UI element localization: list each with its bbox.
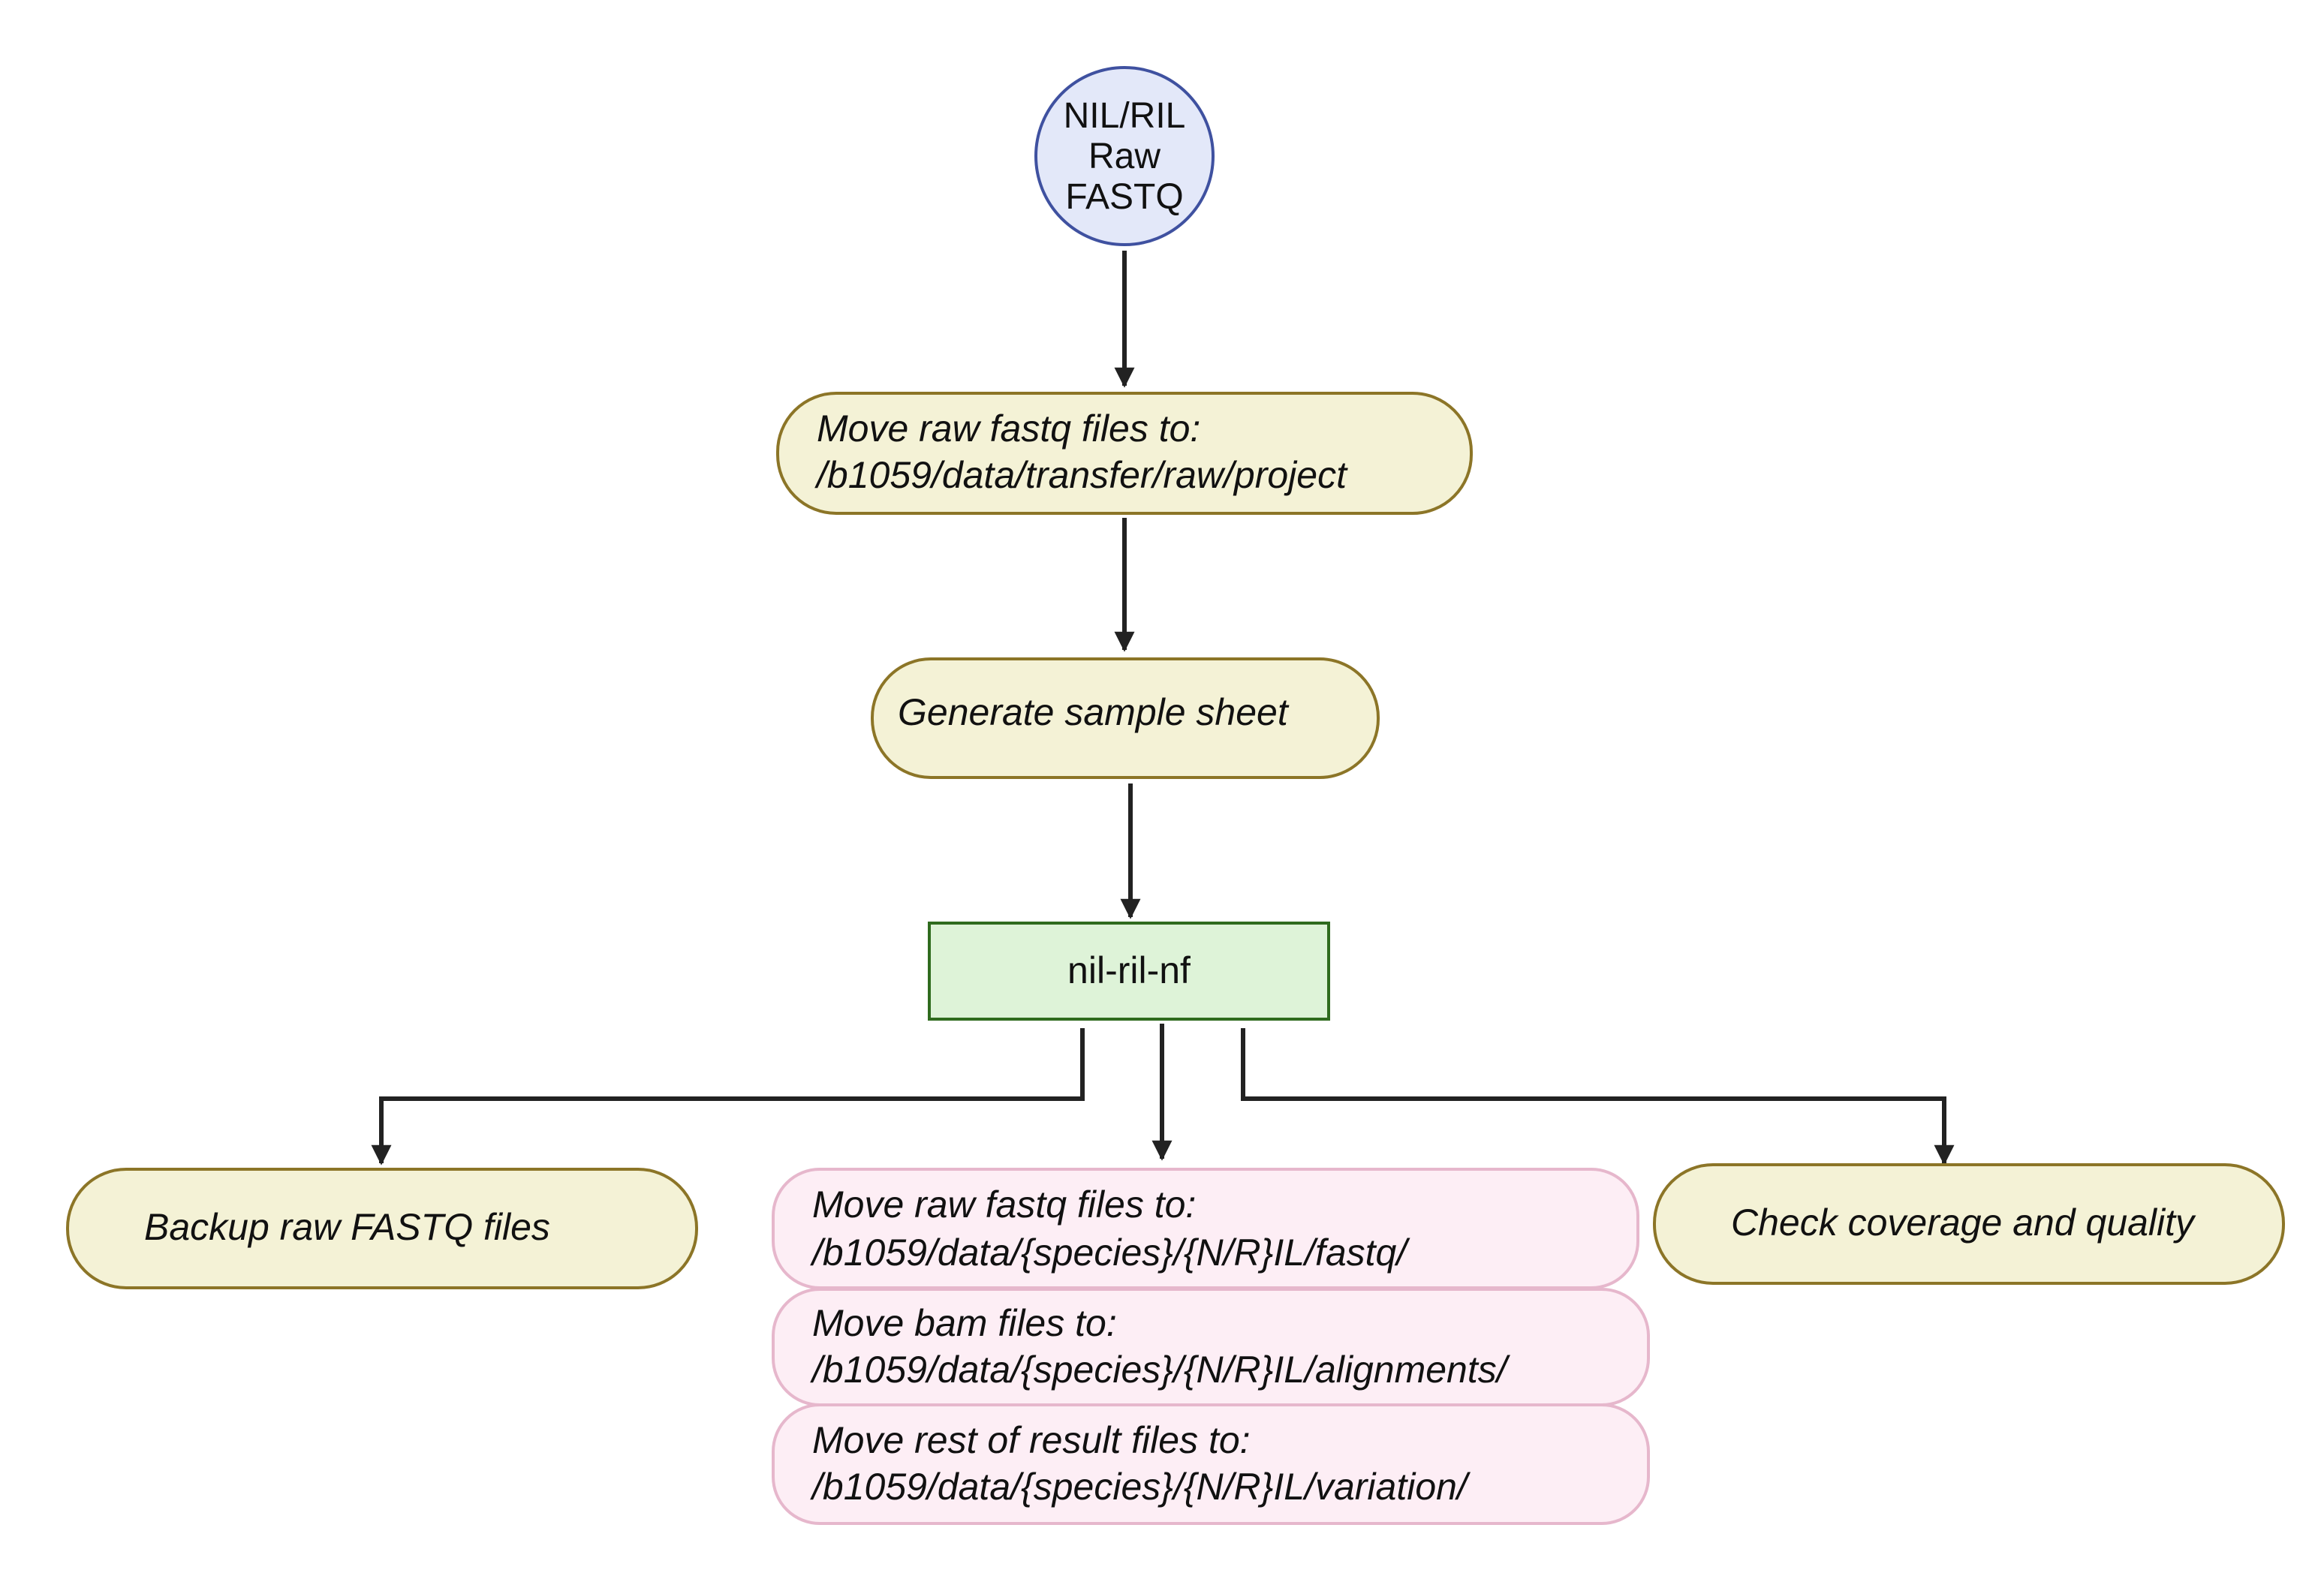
pipeline-node-label: nil-ril-nf (1067, 949, 1191, 991)
check-coverage-quality-step: Check coverage and quality (1653, 1163, 2285, 1285)
backup-raw-fastq-step: Backup raw FASTQ files (66, 1168, 698, 1289)
move-results-group: Move raw fastq files to: /b1059/data/{sp… (772, 1168, 1650, 1525)
arrow-pipeline-to-coverage (1241, 1028, 1955, 1165)
arrow-pipeline-to-backup (371, 1028, 1085, 1165)
generate-sample-sheet-label: Generate sample sheet (898, 691, 1290, 733)
move-variation-output-line-2: /b1059/data/{species}/{N/R}IL/variation/ (810, 1466, 1471, 1508)
coverage-step-shape (1653, 1163, 2285, 1285)
move-fastq-output-line-1: Move raw fastq files to: (812, 1183, 1196, 1226)
move-bam-output-line-2: /b1059/data/{species}/{N/R}IL/alignments… (810, 1349, 1511, 1391)
move-fastq-output-line-2: /b1059/data/{species}/{N/R}IL/fastq/ (810, 1232, 1410, 1274)
move-bam-output-step: Move bam files to: /b1059/data/{species}… (772, 1288, 1650, 1406)
start-node-line-2: Raw (1088, 137, 1160, 176)
move-fastq-output-step: Move raw fastq files to: /b1059/data/{sp… (772, 1168, 1639, 1289)
start-node-line-1: NIL/RIL (1064, 96, 1186, 136)
nil-ril-nf-pipeline-node: nil-ril-nf (928, 922, 1330, 1021)
move-raw-to-transfer-step: Move raw fastq files to: /b1059/data/tra… (776, 392, 1473, 515)
start-node-shape (1034, 66, 1215, 246)
backup-step-shape (66, 1168, 698, 1289)
move-variation-output-shape (772, 1403, 1650, 1525)
move-bam-output-line-1: Move bam files to: (812, 1302, 1117, 1344)
move-variation-output-step: Move rest of result files to: /b1059/dat… (772, 1403, 1650, 1525)
move-raw-step-shape (776, 392, 1473, 515)
generate-sample-sheet-step: Generate sample sheet (871, 657, 1380, 779)
move-raw-step-line-1: Move raw fastq files to: (817, 408, 1200, 450)
connectors (371, 251, 1955, 1165)
move-raw-step-line-2: /b1059/data/transfer/raw/project (814, 454, 1348, 496)
pipeline-node-shape (928, 922, 1330, 1021)
coverage-step-label: Check coverage and quality (1731, 1202, 2196, 1244)
raw-fastq-start-node: NIL/RIL Raw FASTQ (1034, 66, 1215, 246)
start-node-line-3: FASTQ (1065, 177, 1183, 217)
generate-sample-sheet-shape (871, 657, 1380, 779)
move-variation-output-line-1: Move rest of result files to: (812, 1419, 1251, 1461)
backup-step-label: Backup raw FASTQ files (144, 1206, 550, 1248)
